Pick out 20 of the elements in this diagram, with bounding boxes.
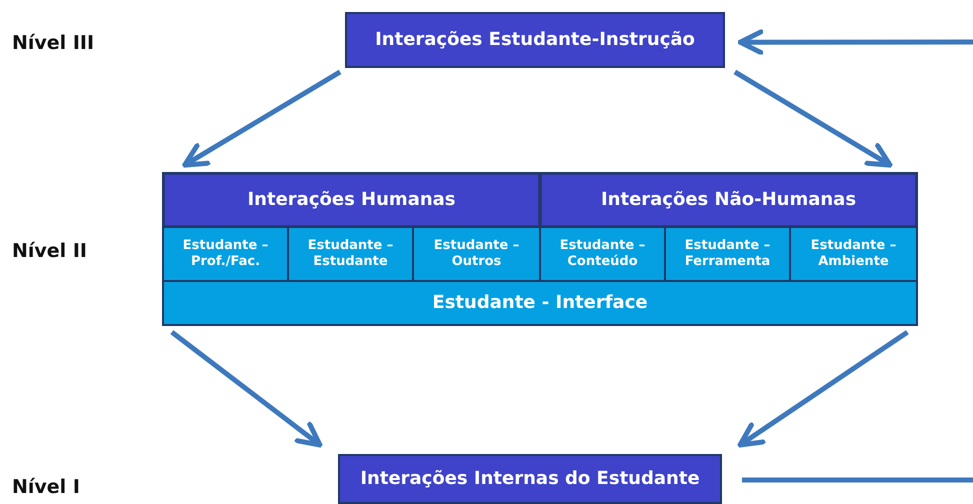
arrow	[734, 70, 893, 168]
interaction-cell: Estudante – Conteúdo	[541, 228, 664, 280]
interaction-cell: Estudante – Estudante	[289, 228, 412, 280]
category-header: Interações Não-Humanas	[541, 174, 916, 226]
arrow	[182, 70, 342, 168]
level-box: Interações Internas do Estudante	[338, 454, 722, 504]
level-label: Nível II	[12, 240, 87, 262]
arrow	[738, 330, 909, 448]
interaction-cell: Estudante – Ferramenta	[666, 228, 789, 280]
arrow	[170, 330, 322, 448]
level-label: Nível III	[12, 32, 94, 54]
interaction-cell: Estudante – Ambiente	[791, 228, 916, 280]
interface-bar: Estudante - Interface	[164, 282, 916, 324]
arrow	[738, 29, 973, 56]
category-header: Interações Humanas	[164, 174, 539, 226]
level-panel	[162, 172, 918, 326]
level-label: Nível I	[12, 476, 80, 498]
level-box: Interações Estudante-Instrução	[345, 12, 725, 68]
interaction-cell: Estudante – Outros	[414, 228, 539, 280]
interaction-cell: Estudante – Prof./Fac.	[164, 228, 287, 280]
